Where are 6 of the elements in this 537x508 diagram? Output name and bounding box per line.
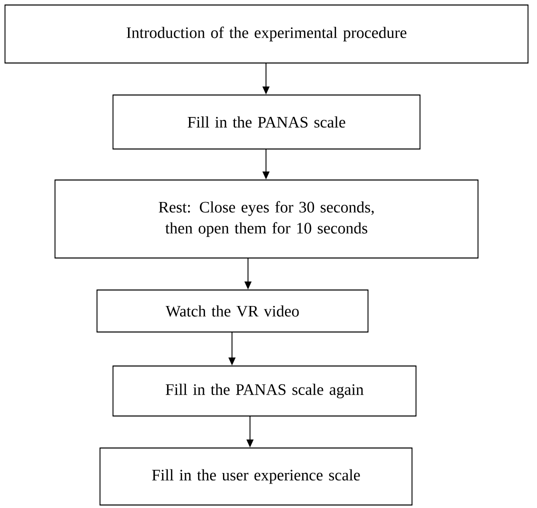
process-box: Fill in the user experience scale	[100, 448, 412, 506]
process-box: Introduction of the experimental procedure	[4, 4, 528, 64]
process-box: Rest: Close eyes for 30 seconds, then open them for 10 seconds	[54, 180, 478, 258]
process-box: Fill in the PANAS scale again	[112, 366, 416, 416]
process-box: Watch the VR video	[96, 290, 368, 332]
process-box: Fill in the PANAS scale	[112, 94, 420, 150]
